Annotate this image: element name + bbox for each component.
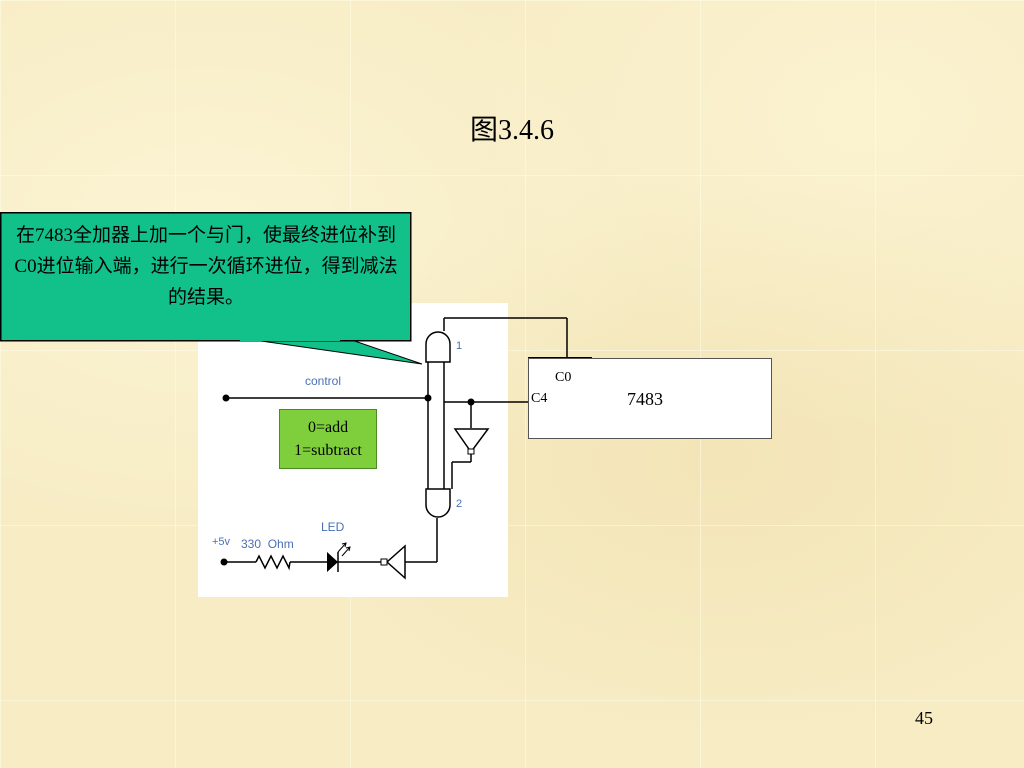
adder-chip-7483: 7483 [528, 358, 772, 439]
pin-c4-label: C4 [531, 391, 548, 406]
and-gate-1 [425, 331, 451, 363]
junction-c4-branch [467, 398, 475, 406]
led-driver-gate [385, 544, 406, 580]
led-label: LED [321, 520, 345, 534]
inverter-gate [453, 428, 490, 454]
led-driver-bubble [380, 558, 388, 566]
led-diode [327, 552, 338, 572]
control-label: control [305, 374, 342, 388]
and-gate-2 [425, 488, 451, 518]
gate-2-label: 2 [456, 498, 463, 510]
callout-text: 在7483全加器上加一个与门，使最终进位补到C0进位输入端，进行一次循环进位，得… [14, 225, 398, 308]
pin-c0-label: C0 [555, 370, 572, 385]
mode-legend: 0=add 1=subtract [279, 409, 377, 469]
callout-pointer [239, 335, 423, 365]
page-number: 45 [915, 708, 933, 728]
junction-supply-terminal [220, 558, 228, 566]
slide-title: 图3.4.6 [469, 115, 554, 146]
resistor-label: 330 Ohm [241, 537, 294, 551]
gate-1-label: 1 [456, 340, 463, 352]
chip-name: 7483 [627, 389, 663, 409]
led-emission-icon [337, 542, 351, 557]
legend-subtract: 1=subtract [294, 442, 362, 459]
junction-control-terminal [222, 394, 230, 402]
junction-control-bus [424, 394, 432, 402]
legend-add: 0=add [307, 419, 349, 436]
inverter-bubble [467, 448, 475, 455]
supply-label: +5v [212, 536, 231, 548]
resistor [255, 554, 291, 571]
